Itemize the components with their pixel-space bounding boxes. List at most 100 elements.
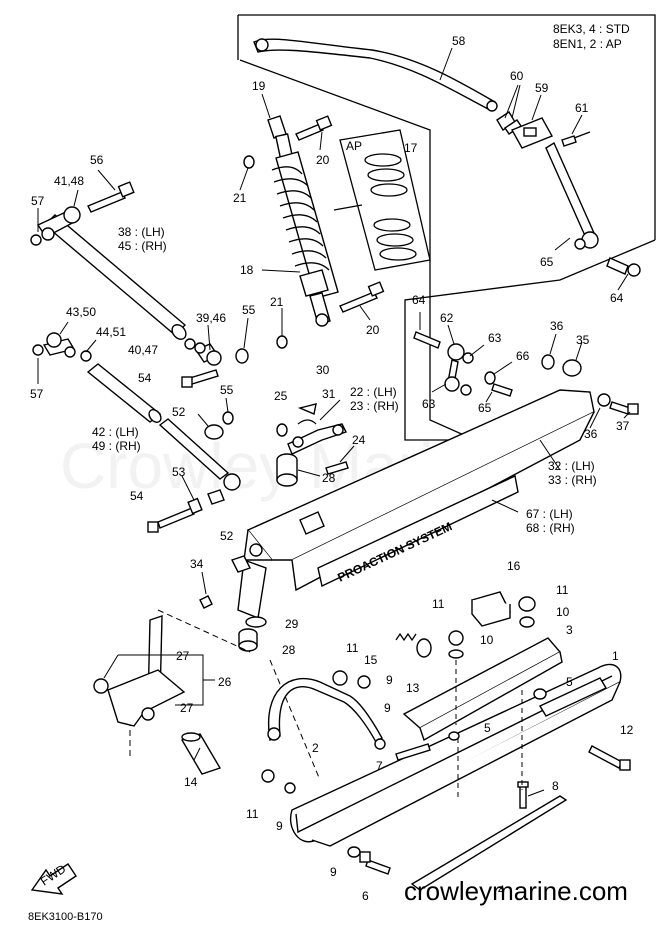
bolt-7 (395, 743, 431, 761)
spindle-26 (93, 615, 186, 727)
callout-4: 4 (498, 883, 505, 897)
callout-39-46: 39,46 (196, 311, 226, 325)
diagram-code: 8EK3100-B170 (28, 911, 103, 923)
callout-11b: 11 (432, 597, 445, 611)
callout-29: 29 (285, 617, 299, 631)
callout-31: 31 (322, 387, 336, 401)
callout-21a: 21 (233, 191, 247, 205)
callout-5b: 5 (484, 721, 491, 735)
callout-54a: 54 (138, 371, 152, 385)
handle-2 (267, 677, 383, 744)
variant-ap-label: 8EN1, 2 : AP (553, 37, 622, 51)
spring-15 (395, 632, 417, 642)
bracket-26-leaders (103, 654, 215, 706)
callout-68: 68 : (RH) (526, 521, 575, 535)
callout-18: 18 (240, 263, 254, 277)
callout-20a: 20 (316, 153, 330, 167)
callout-57b: 57 (30, 387, 44, 401)
callout-27a: 27 (176, 649, 190, 663)
callout-55b: 55 (220, 383, 234, 397)
fwd-arrow: FWD (30, 861, 77, 895)
callout-56: 56 (90, 153, 104, 167)
callout-64a: 64 (610, 291, 624, 305)
bolt-12 (588, 745, 631, 771)
bolt-14 (180, 732, 222, 775)
callout-32: 32 : (LH) (548, 459, 595, 473)
callout-44-51: 44,51 (96, 325, 126, 339)
bolt-56 (87, 181, 135, 213)
callout-66: 66 (516, 349, 530, 363)
bolt-61 (561, 131, 591, 147)
callout-11d: 11 (246, 807, 259, 821)
callout-52a: 52 (172, 405, 186, 419)
dashed-guides (129, 609, 321, 781)
bolt-34 (199, 595, 213, 609)
callout-60: 60 (510, 69, 524, 83)
callout-57a: 57 (31, 194, 45, 208)
nut-25 (276, 423, 288, 437)
callout-54b: 54 (130, 489, 144, 503)
upper-arm-38-45 (30, 206, 187, 340)
bolt-37 (609, 401, 639, 415)
callout-63b: 63 (422, 397, 436, 411)
callout-35: 35 (576, 333, 590, 347)
callout-9c: 9 (276, 819, 283, 833)
nut-55-upper (235, 348, 249, 364)
callout-55a: 55 (242, 303, 256, 317)
bushing-52 (204, 424, 224, 440)
plate-59 (511, 117, 553, 149)
callout-42: 42 : (LH) (92, 425, 139, 439)
bracket-60 (496, 111, 522, 135)
callout-65a: 65 (540, 255, 554, 269)
callout-12: 12 (620, 723, 634, 737)
pin-30 (297, 403, 317, 415)
callout-10a: 10 (556, 605, 570, 619)
callout-13: 13 (406, 681, 420, 695)
bolt-54-lower (147, 489, 225, 533)
callout-28b: 28 (282, 643, 296, 657)
nut-21-top (243, 155, 255, 169)
callout-19: 19 (252, 79, 266, 93)
callout-28a: 28 (322, 471, 336, 485)
callout-53: 53 (172, 465, 186, 479)
callout-15: 15 (364, 653, 378, 667)
callout-45: 45 : (RH) (118, 239, 167, 253)
callout-11c: 11 (346, 641, 359, 655)
link-62-63 (413, 331, 513, 397)
hardware-lower (261, 596, 547, 858)
callout-21b: 21 (270, 295, 284, 309)
callout-9a: 9 (386, 673, 393, 687)
lever-24 (287, 423, 347, 455)
callout-43-50: 43,50 (66, 305, 96, 319)
callout-63a: 63 (488, 331, 502, 345)
clip-31 (297, 419, 317, 425)
bolt-20-top (295, 115, 333, 141)
callout-1: 1 (612, 649, 619, 663)
callout-23: 23 : (RH) (350, 399, 399, 413)
callout-67: 67 : (LH) (526, 507, 573, 521)
torque-rod-58 (253, 38, 498, 112)
washer-36-upper (541, 354, 555, 370)
callout-17: 17 (404, 141, 418, 155)
bolt-6 (359, 851, 391, 875)
callout-34: 34 (190, 557, 204, 571)
callout-3: 3 (566, 623, 573, 637)
nut-57-lower (32, 344, 44, 356)
bushing-35 (562, 359, 582, 377)
callout-10b: 10 (480, 633, 494, 647)
callout-41-48: 41,48 (54, 174, 84, 188)
callout-11a: 11 (556, 583, 569, 597)
callout-26: 26 (218, 675, 232, 689)
callout-16: 16 (507, 559, 521, 573)
callout-9d: 9 (330, 865, 337, 879)
callout-24: 24 (352, 433, 366, 447)
bolt-54-middle (181, 369, 219, 388)
nut-55-lower (222, 411, 234, 425)
callout-40-47: 40,47 (128, 343, 158, 357)
callout-61: 61 (575, 101, 589, 115)
leader-58 (439, 47, 453, 81)
callout-30: 30 (316, 363, 330, 377)
callout-65b: 65 (478, 401, 492, 415)
callout-58: 58 (452, 34, 466, 48)
bushing-39-46 (184, 338, 222, 366)
